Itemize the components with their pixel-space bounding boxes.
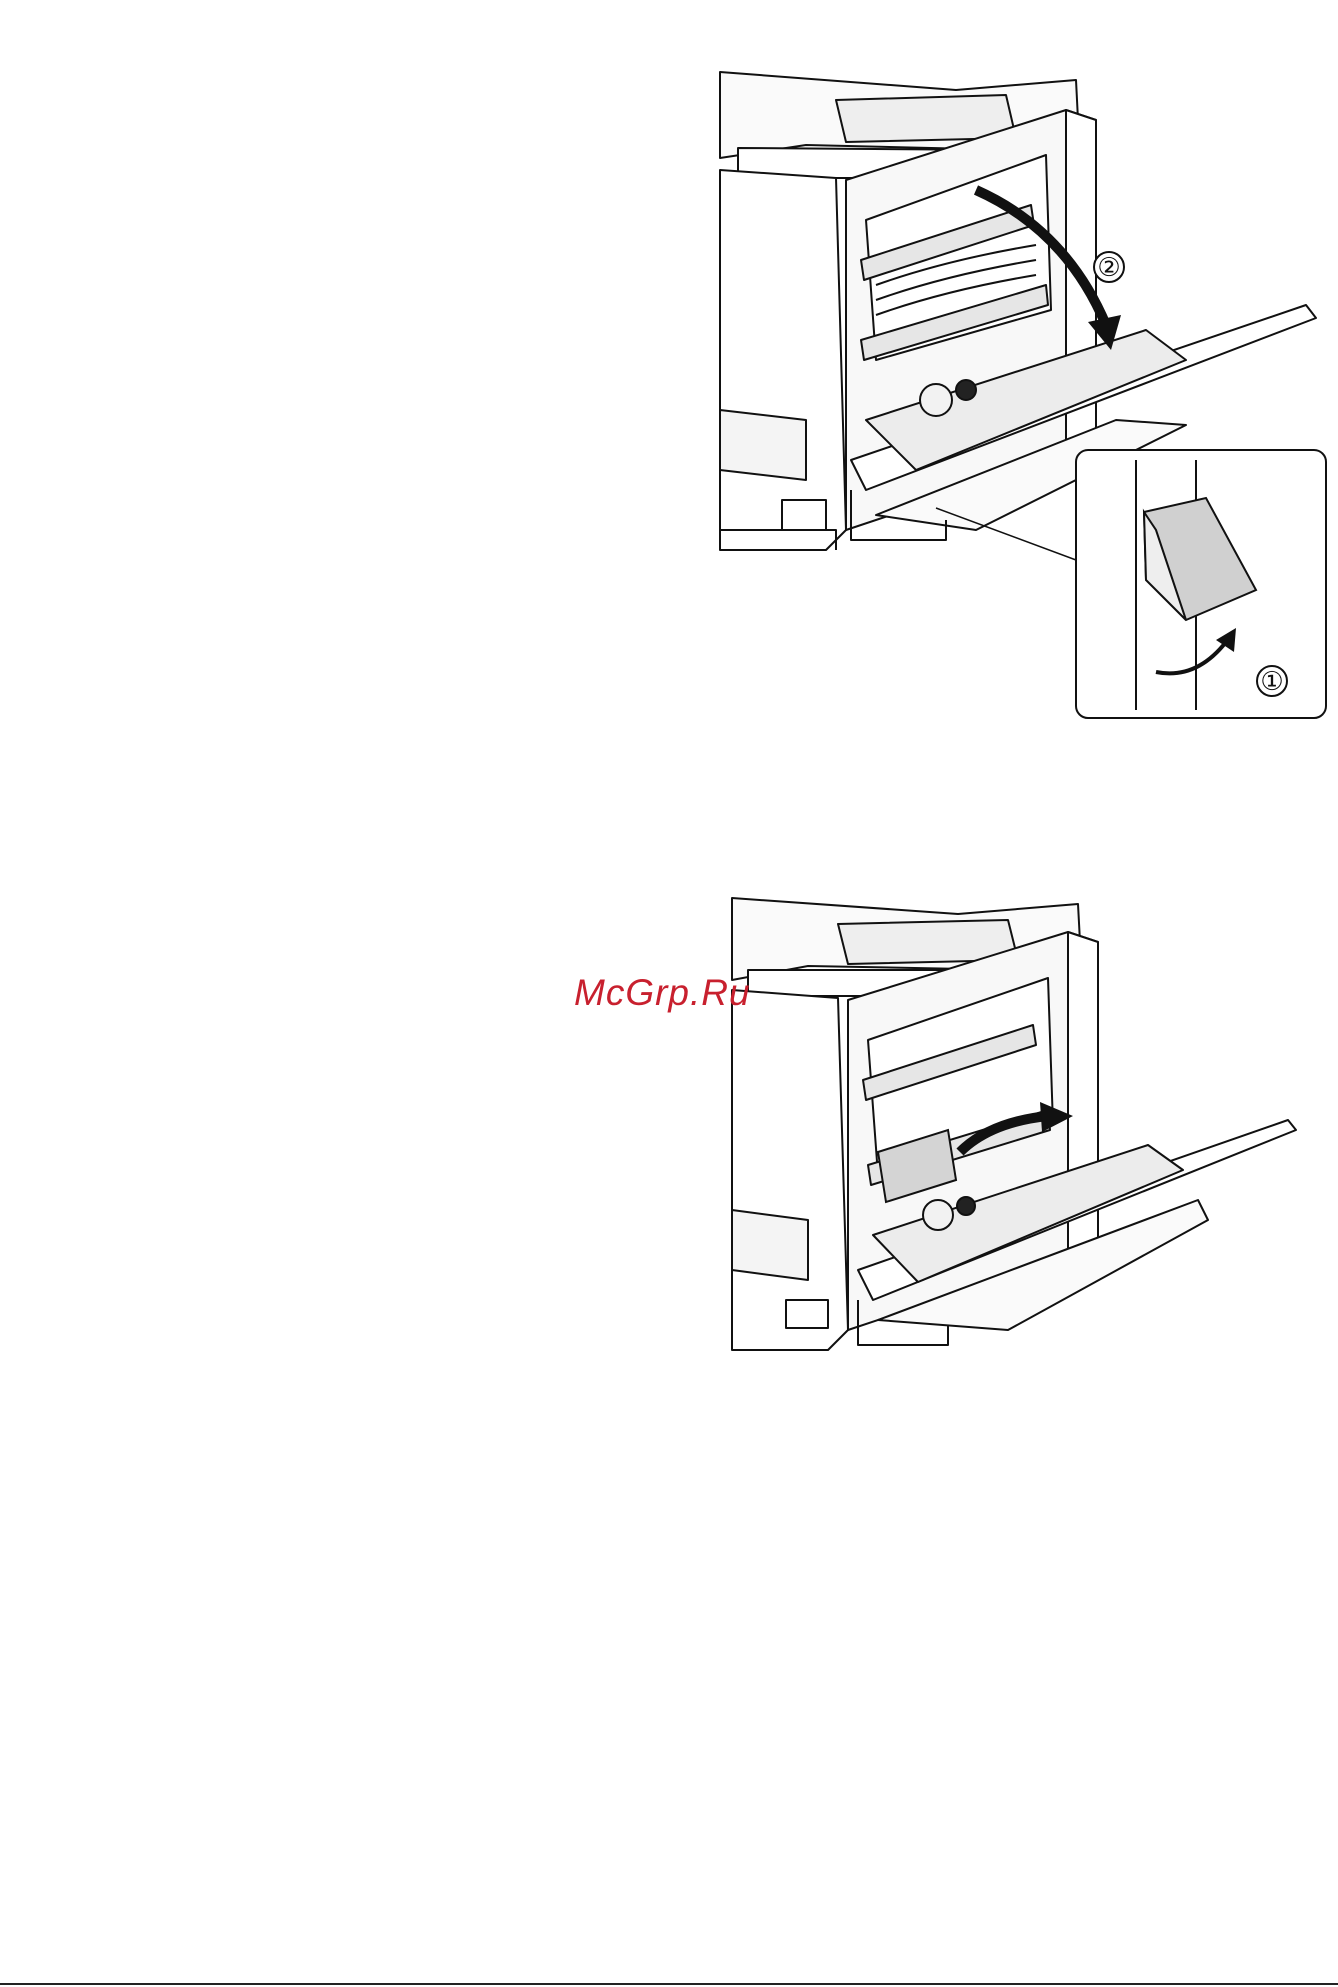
page-bottom-rule — [0, 1983, 1338, 1985]
printer-illustration — [728, 890, 1303, 1370]
callout-step-2: ② — [1097, 253, 1120, 283]
figure-remove-jammed-paper — [728, 890, 1303, 1370]
watermark: McGrp.Ru — [574, 972, 751, 1014]
callout-step-1: ① — [1260, 667, 1283, 697]
figure-open-right-cover: ② ① — [716, 60, 1338, 730]
printer-illustration: ② ① — [716, 60, 1338, 730]
